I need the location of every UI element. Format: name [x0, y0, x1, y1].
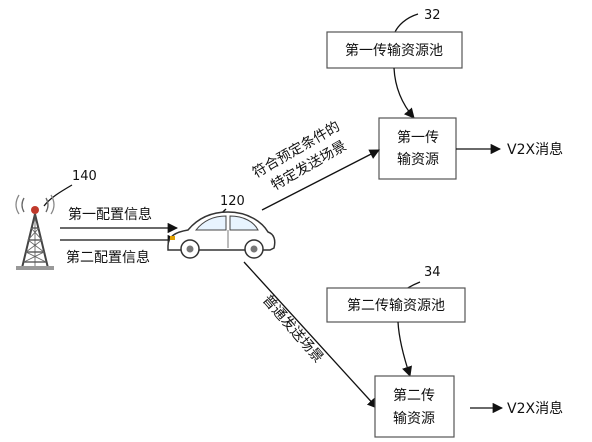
- normal-scene-label: 普通发送场景: [259, 292, 326, 366]
- antenna-tower-icon: [15, 194, 55, 270]
- pool-2-box: [326, 287, 466, 323]
- pool-2-ref: 34: [424, 265, 441, 280]
- config-1-label: 第一配置信息: [68, 206, 152, 223]
- resource-1-group: 第一传 输资源: [378, 117, 457, 180]
- normal-scene-arrow: [243, 261, 378, 409]
- resource-1-label-line2: 输资源: [397, 152, 439, 168]
- resource-2-label-line1: 第二传: [393, 387, 435, 404]
- resource-2-box: [374, 375, 455, 438]
- base-station: 140: [15, 169, 97, 270]
- car-icon: [167, 211, 276, 259]
- resource-2-label-line2: 输资源: [393, 411, 435, 427]
- vehicle: 120: [167, 194, 276, 259]
- pool-1-label: 第一传输资源池: [345, 42, 443, 59]
- normal-scene-label-text: 普通发送场景: [259, 292, 326, 366]
- resource-1-box: [378, 117, 457, 180]
- vehicle-ref: 120: [220, 194, 245, 209]
- special-scene-label: 符合预定条件的 特定发送场景: [250, 118, 350, 194]
- resource-2-group: 第二传 输资源: [374, 375, 455, 438]
- pool-1-ref-leader: [394, 13, 419, 33]
- output-1-label: V2X消息: [507, 141, 563, 158]
- base-station-ref: 140: [72, 169, 97, 184]
- pool-2-group: 34 第二传输资源池: [326, 265, 466, 323]
- pool-1-to-resource-1-arrow: [393, 67, 415, 119]
- pool-2-label: 第二传输资源池: [347, 297, 445, 314]
- pool-1-group: 32 第一传输资源池: [326, 8, 463, 69]
- base-station-ref-leader: [43, 184, 73, 207]
- pool-1-box: [326, 31, 463, 69]
- pool-2-to-resource-2-arrow: [397, 321, 412, 377]
- resource-1-label-line1: 第一传: [397, 129, 439, 146]
- pool-1-ref: 32: [424, 8, 441, 23]
- special-scene-arrow: [261, 149, 380, 211]
- config-2-label: 第二配置信息: [66, 249, 150, 266]
- output-2-label: V2X消息: [507, 400, 563, 417]
